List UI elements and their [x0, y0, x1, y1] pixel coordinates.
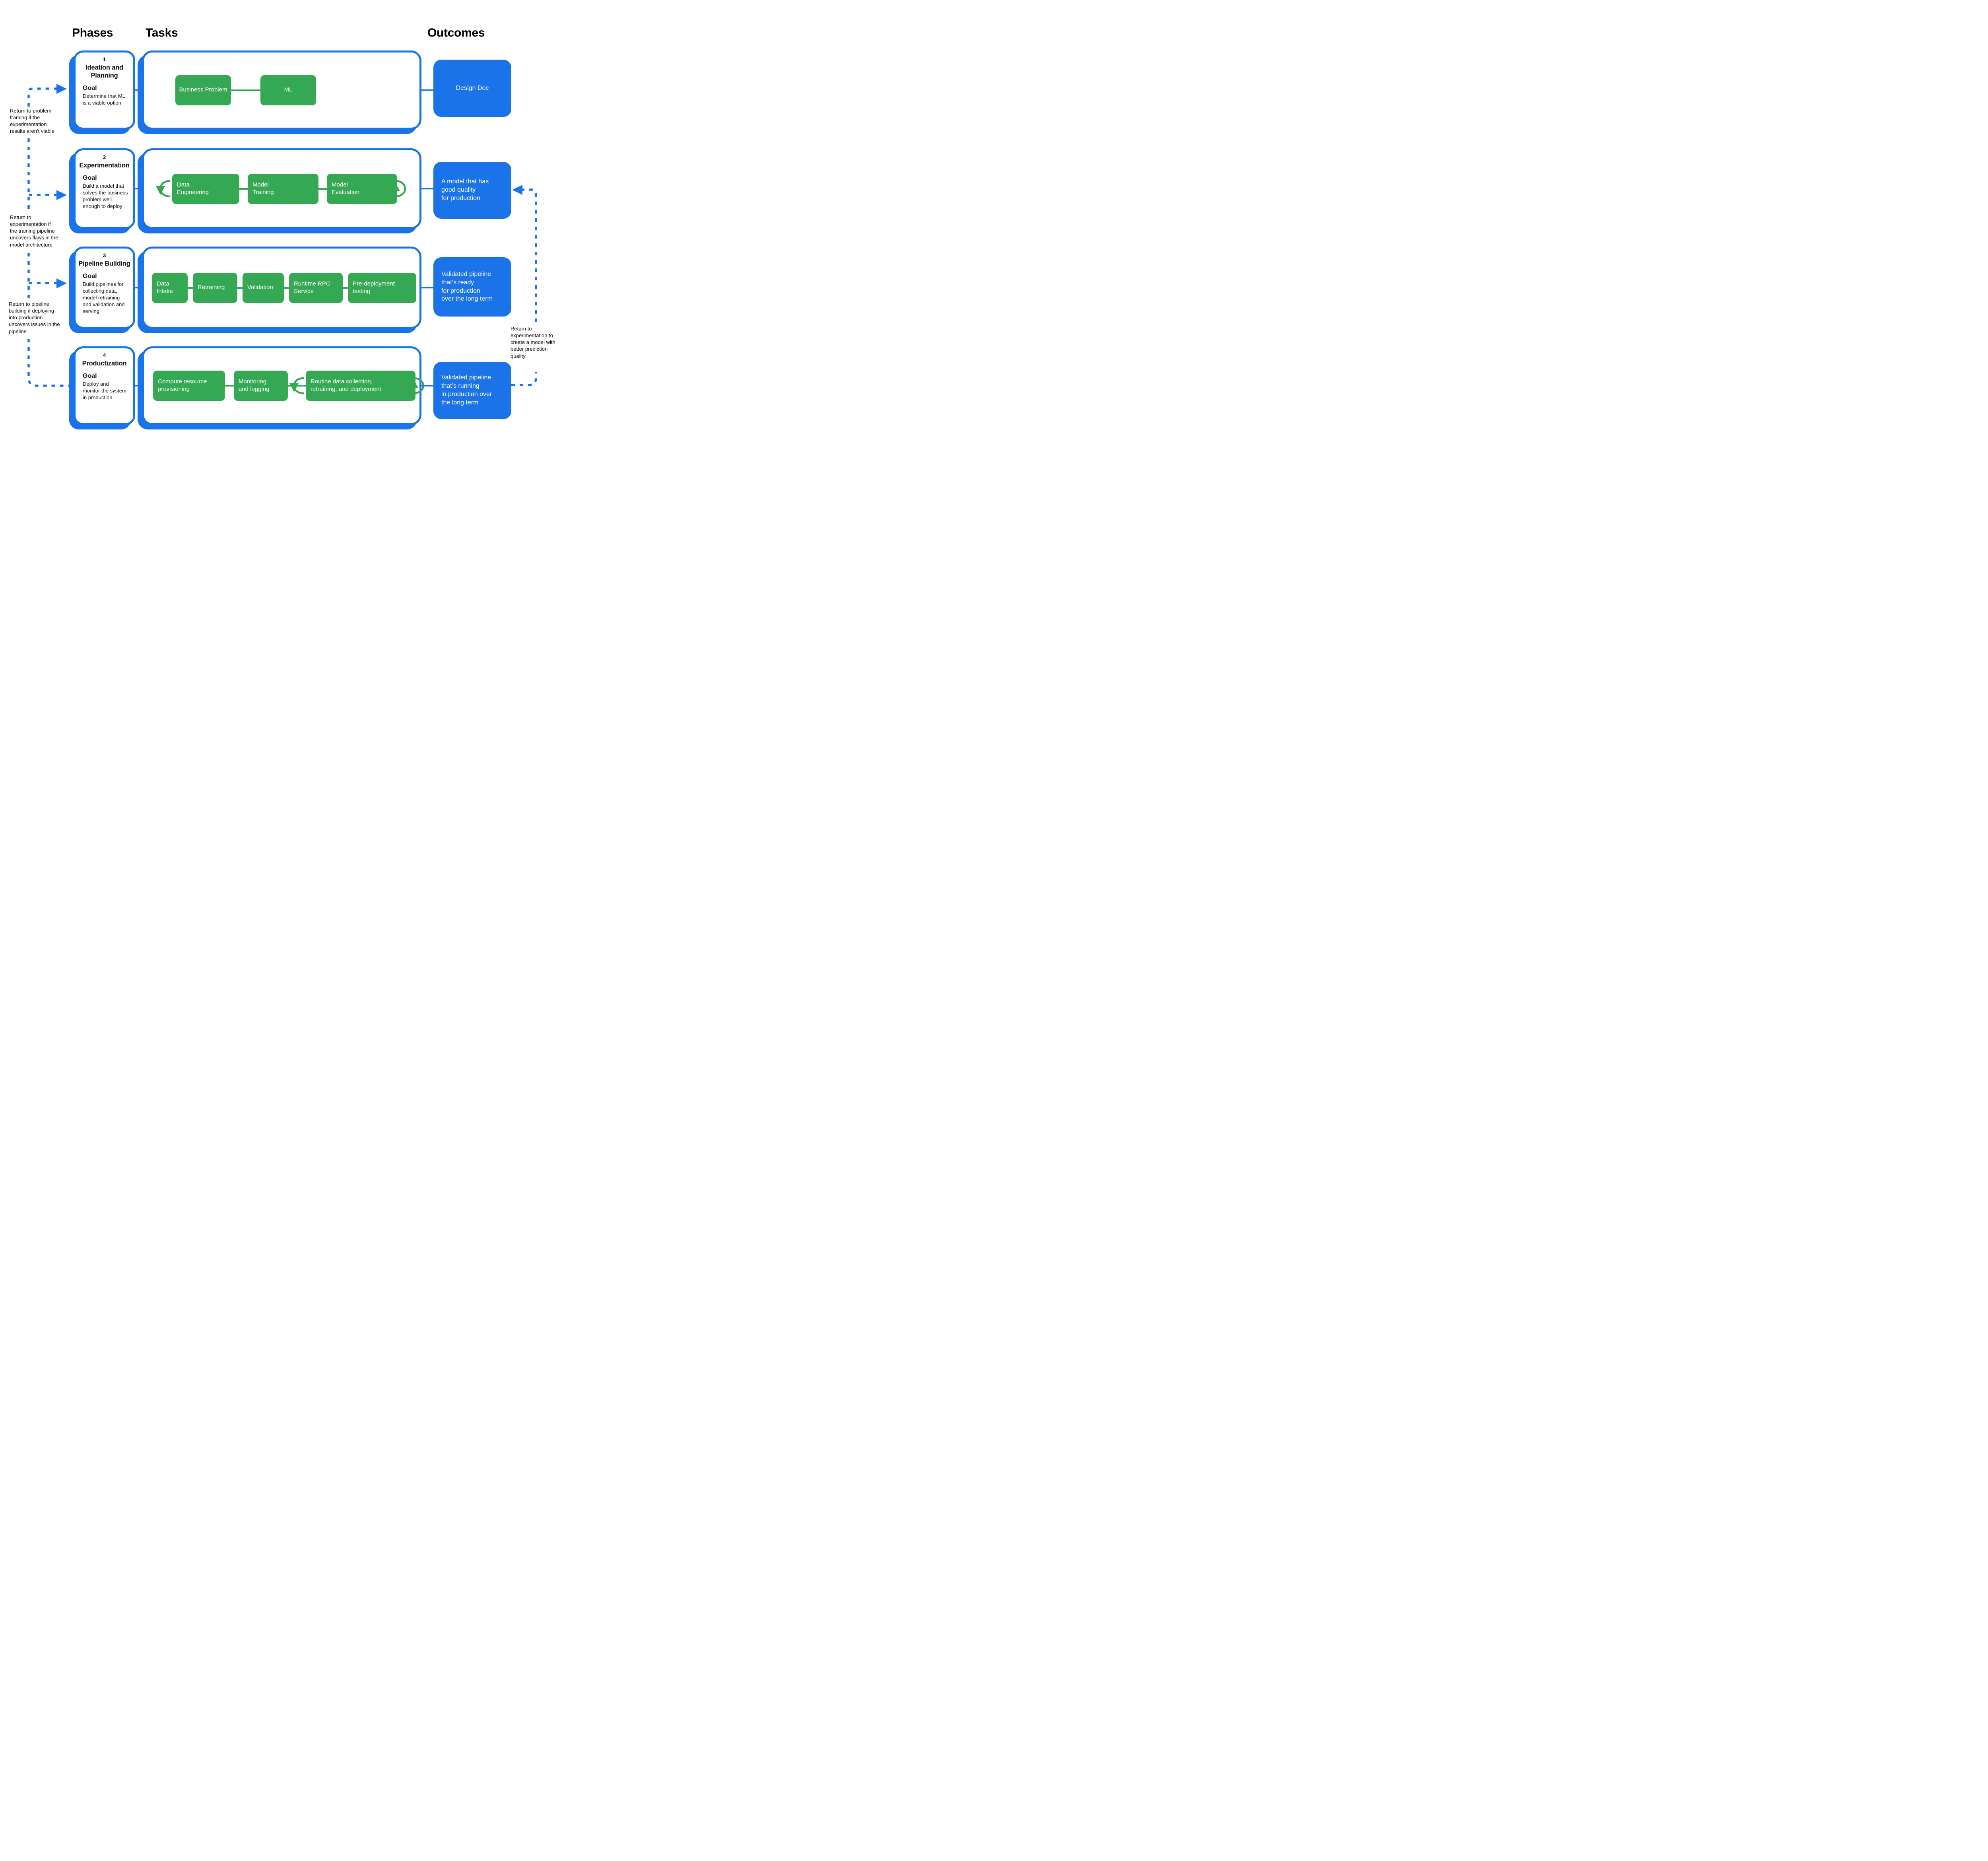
task-box-routine-data-collection: Routine data collection, retraining, and… — [306, 371, 415, 401]
phase-number: 4 — [103, 352, 106, 358]
task-box-retraining: Retraining — [193, 272, 237, 303]
solid-connectors — [134, 89, 435, 387]
task-connector — [288, 385, 306, 387]
task-box-pre-deployment-testing: Pre-deployment testing — [348, 272, 416, 303]
diagram-canvas: Phases Tasks Outcomes 1 Ideation and Pla… — [0, 0, 564, 465]
task-box-compute-resource-provisioning: Compute resource provisioning — [153, 371, 225, 401]
task-box-runtime-rpc-service: Runtime RPC Service — [289, 272, 343, 303]
outcome-card-validated-pipeline-running: Validated pipeline that’s running in pro… — [433, 362, 511, 419]
task-connector — [239, 188, 248, 190]
task-box-model-training: Model Training — [248, 173, 318, 204]
goal-text: Deploy and monitor the system in product… — [83, 381, 126, 400]
task-box-monitoring-and-logging: Monitoring and logging — [234, 371, 288, 401]
loop-arrow-left-icon — [156, 180, 171, 198]
annotation-return-for-better-prediction: Return to experimentation to create a mo… — [511, 326, 555, 359]
goal-label: Goal — [83, 373, 97, 380]
return-arrowhead-icon-right — [512, 185, 522, 195]
phase-card-productization: 4 Productization Goal Deploy and monitor… — [74, 346, 135, 425]
phase-card-ideation: 1 Ideation and Planning Goal Determine t… — [74, 51, 135, 130]
phase-number: 2 — [103, 154, 106, 160]
task-box-business-problem: Business Problem — [175, 75, 231, 105]
task-connector — [225, 385, 234, 387]
task-connector — [231, 89, 260, 91]
task-box-data-intake: Data Intake — [152, 272, 188, 303]
task-box-validation: Validation — [243, 272, 284, 303]
tasks-panel-ideation: Business Problem ML — [142, 51, 421, 130]
task-connector — [318, 188, 327, 190]
phase-card-pipeline-building: 3 Pipeline Building Goal Build pipelines… — [74, 247, 135, 329]
goal-label: Goal — [83, 175, 97, 182]
annotation-return-to-problem-framing: Return to problem framing if the experim… — [10, 108, 54, 134]
outcomes-column-header: Outcomes — [427, 26, 485, 39]
tasks-panel-productization: Compute resource provisioning Monitoring… — [142, 346, 424, 425]
task-connector — [237, 287, 243, 289]
phases-column-header: Phases — [72, 26, 113, 39]
outcome-card-design-doc: Design Doc — [433, 60, 511, 117]
goal-label: Goal — [83, 85, 97, 92]
annotation-return-to-experimentation: Return to experimentation if the trainin… — [10, 214, 58, 248]
phase-title: Ideation and Planning — [85, 64, 123, 80]
task-connector — [284, 287, 289, 289]
tasks-panel-pipeline-building: Data Intake Retraining Validation Runtim… — [142, 247, 421, 329]
outcome-card-validated-pipeline-ready: Validated pipeline that’s ready for prod… — [433, 257, 511, 317]
task-box-model-evaluation: Model Evaluation — [327, 173, 397, 204]
goal-text: Determine that ML is a viable option — [83, 93, 125, 106]
tasks-panel-experimentation: Data Engineering Model Training Model Ev… — [142, 148, 421, 229]
phase-title: Experimentation — [79, 162, 130, 169]
goal-label: Goal — [83, 273, 97, 280]
goal-text: Build pipelines for collecting data, mod… — [83, 281, 125, 314]
goal-text: Build a model that solves the business p… — [83, 183, 128, 209]
annotation-return-to-pipeline-building: Return to pipeline building if deploying… — [9, 301, 60, 334]
outcome-card-good-quality-model: A model that has good quality for produc… — [433, 162, 511, 219]
task-connector — [188, 287, 193, 289]
tasks-column-header: Tasks — [146, 26, 178, 39]
phase-number: 1 — [103, 56, 106, 62]
phase-number: 3 — [103, 252, 106, 258]
task-connector — [343, 287, 348, 289]
phase-title: Pipeline Building — [78, 260, 130, 267]
task-box-ml: ML — [260, 75, 316, 105]
task-box-data-engineering: Data Engineering — [172, 173, 239, 204]
phase-card-experimentation: 2 Experimentation Goal Build a model tha… — [74, 148, 135, 229]
phase-title: Productization — [82, 360, 127, 367]
